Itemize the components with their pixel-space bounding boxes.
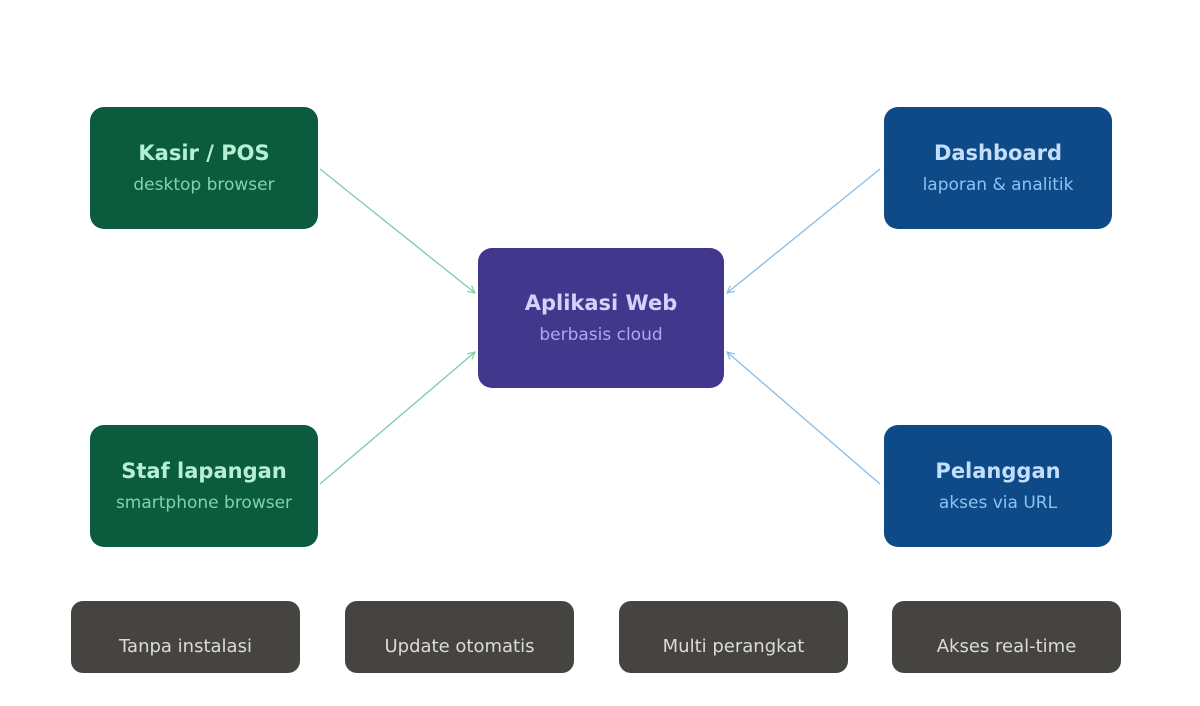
feature-badge: Update otomatis [345, 601, 574, 673]
node-title: Aplikasi Web [524, 291, 678, 315]
feature-badge: Multi perangkat [619, 601, 848, 673]
node-pelanggan: Pelanggan akses via URL [884, 425, 1112, 547]
node-dashboard: Dashboard laporan & analitik [884, 107, 1112, 229]
node-staf-lapangan: Staf lapangan smartphone browser [90, 425, 318, 547]
arrow-pelanggan-to-center [727, 352, 881, 485]
node-subtitle: berbasis cloud [539, 325, 663, 345]
node-kasir-pos: Kasir / POS desktop browser [90, 107, 318, 229]
feature-badge: Akses real-time [892, 601, 1121, 673]
feature-badge: Tanpa instalasi [71, 601, 300, 673]
node-title: Dashboard [933, 141, 1063, 165]
node-title: Pelanggan [935, 459, 1061, 483]
arrow-kasir-to-center [319, 168, 475, 293]
node-title: Staf lapangan [121, 459, 287, 483]
node-subtitle: smartphone browser [115, 493, 293, 513]
node-subtitle: akses via URL [938, 493, 1058, 513]
node-subtitle: laporan & analitik [922, 175, 1074, 195]
node-aplikasi-web: Aplikasi Web berbasis cloud [478, 248, 724, 388]
arrow-staf-to-center [319, 352, 475, 485]
node-subtitle: desktop browser [133, 175, 275, 195]
arrow-dashboard-to-center [727, 168, 881, 293]
node-title: Kasir / POS [138, 141, 270, 165]
